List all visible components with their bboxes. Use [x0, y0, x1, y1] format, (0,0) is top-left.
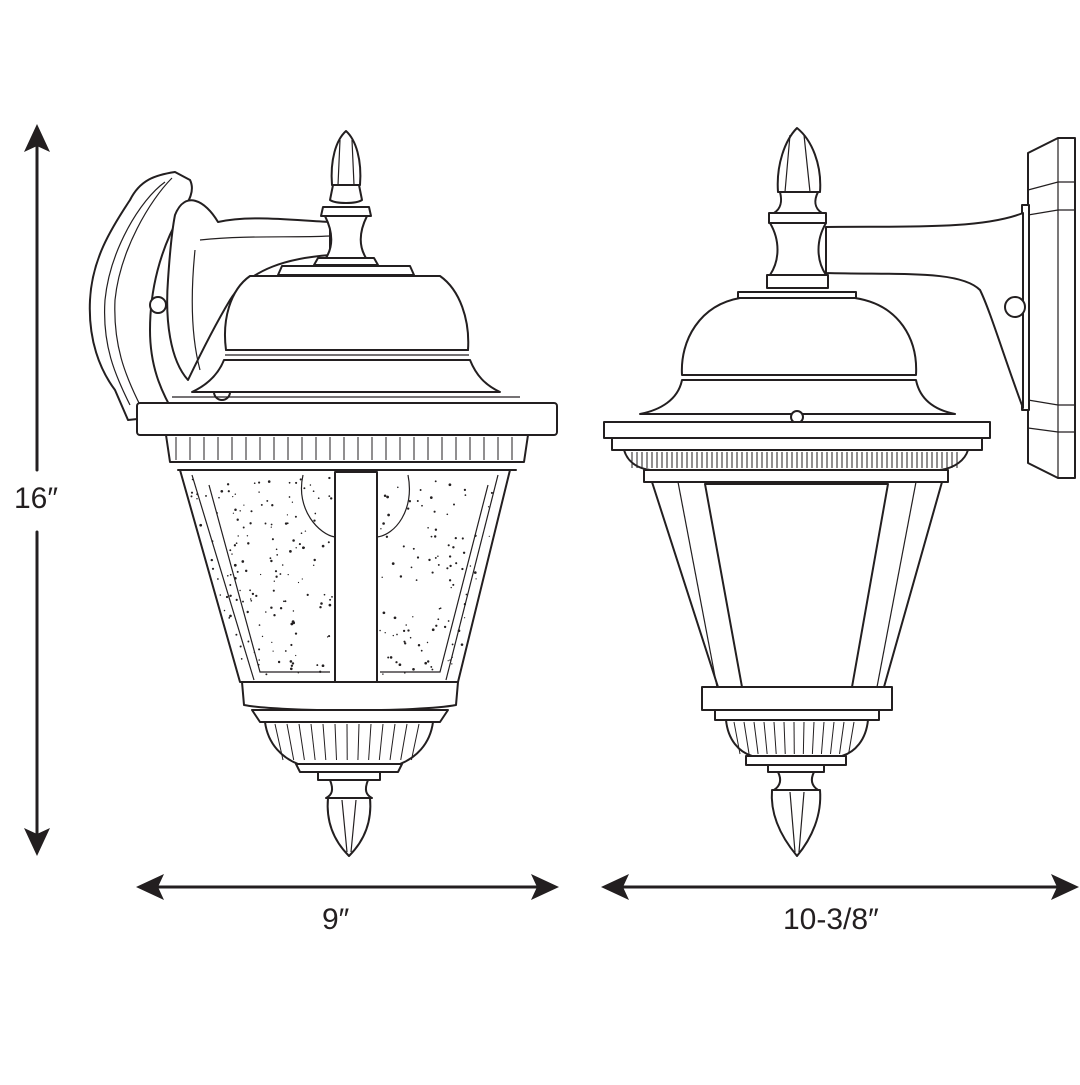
side-width-dimension-arrow [601, 874, 1079, 900]
height-dimension-label: 16″ [14, 478, 58, 520]
front-view-lantern [90, 131, 557, 856]
front-width-dimension-arrow [136, 874, 559, 900]
front-width-dimension-label: 9″ [322, 905, 349, 935]
side-depth-dimension-label: 10-3/8″ [783, 905, 879, 935]
side-view-lantern [604, 128, 1075, 856]
